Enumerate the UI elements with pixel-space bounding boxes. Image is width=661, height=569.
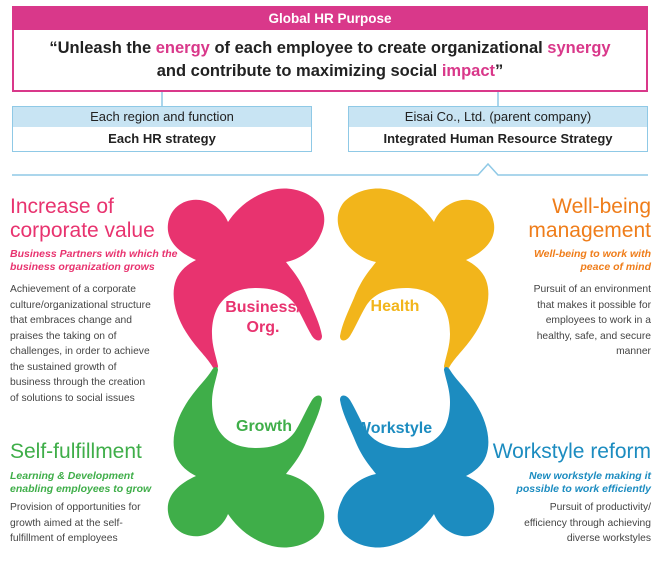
purpose-header: Global HR Purpose	[14, 8, 646, 30]
growth-shape	[167, 367, 325, 548]
tl-description: Achievement of a corporate culture/organ…	[10, 282, 190, 406]
purpose-text-2b: ”	[495, 62, 504, 80]
tr-desc-line: manner	[616, 346, 651, 357]
global-hr-purpose-box: Global HR Purpose “Unleash the energy of…	[12, 6, 648, 92]
tl-subtitle: Business Partners with which the busines…	[10, 248, 210, 273]
tr-description: Pursuit of an environment that makes it …	[471, 282, 651, 360]
health-shape	[337, 188, 495, 369]
bl-sub-line2: enabling employees to grow	[10, 482, 152, 495]
tr-desc-line: that makes it possible for	[537, 299, 651, 311]
tl-desc-line: praises the taking on of	[10, 330, 117, 342]
tr-desc-line: Pursuit of an environment	[533, 284, 651, 295]
purpose-highlight-impact: impact	[441, 62, 496, 80]
tr-title-line2: management	[528, 219, 651, 242]
tr-sub-line2: peace of mind	[580, 260, 651, 273]
tl-desc-line: that embraces change and	[10, 315, 132, 326]
br-desc-line: efficiency through achieving	[524, 517, 651, 529]
workstyle-shape	[337, 367, 495, 548]
tl-title-line2: corporate value	[10, 219, 155, 242]
tl-desc-line: challenges, in order to achieve	[10, 346, 150, 357]
pointer-line	[12, 162, 648, 176]
br-sub-line1: New workstyle making it	[529, 470, 651, 482]
workstyle-label: Workstyle	[355, 420, 433, 437]
bl-sub-line1: Learning & Development	[10, 470, 134, 482]
purpose-line-2: and contribute to maximizing social impa…	[14, 60, 646, 83]
strategy-region-name: Each HR strategy	[108, 131, 216, 146]
br-subtitle: New workstyle making it possible to work…	[451, 470, 651, 495]
tl-desc-line: culture/organizational structure	[10, 299, 151, 311]
business-shape	[167, 188, 325, 369]
tl-desc-line: business through the creation	[10, 377, 146, 388]
health-label: Health	[370, 298, 420, 315]
tl-sub-line2: business organization grows	[10, 260, 155, 273]
bl-desc-line: fulfillment of employees	[10, 533, 118, 544]
purpose-highlight-energy: energy	[155, 39, 210, 57]
strategy-parent-header: Eisai Co., Ltd. (parent company)	[349, 107, 647, 127]
tl-desc-line: of solutions to social issues	[10, 392, 135, 404]
tr-desc-line: healthy, safe, and secure	[536, 330, 651, 342]
tl-title-line1: Increase of	[10, 195, 114, 218]
strategy-region-header: Each region and function	[13, 107, 311, 127]
bl-desc-line: growth aimed at the self-	[10, 517, 123, 529]
br-sub-line2: possible to work efficiently	[516, 482, 651, 495]
purpose-text-2a: and contribute to maximizing social	[156, 62, 442, 80]
bl-title: Self-fulfillment	[10, 440, 142, 463]
strategy-parent-name: Integrated Human Resource Strategy	[383, 131, 613, 146]
br-desc-line: Pursuit of productivity/	[549, 502, 651, 513]
purpose-highlight-synergy: synergy	[547, 39, 611, 57]
bl-desc-line: Provision of opportunities for	[10, 502, 141, 513]
strategy-box-region: Each region and function Each HR strateg…	[12, 106, 312, 152]
bl-subtitle: Learning & Development enabling employee…	[10, 470, 210, 495]
business-label-line2: Org.	[246, 319, 280, 336]
business-label-line1: Business/	[225, 299, 301, 316]
tl-sub-line1: Business Partners with which the	[10, 248, 178, 260]
bl-description: Provision of opportunities for growth ai…	[10, 500, 190, 547]
tl-title: Increase of corporate value	[10, 195, 210, 243]
tr-subtitle: Well-being to work with peace of mind	[451, 248, 651, 273]
tr-sub-line1: Well-being to work with	[533, 248, 651, 260]
br-description: Pursuit of productivity/ efficiency thro…	[471, 500, 651, 547]
purpose-text-1b: of each employee to create organizationa…	[209, 39, 548, 57]
tr-desc-line: employees to work in a	[545, 315, 651, 326]
growth-label: Growth	[236, 418, 292, 435]
purpose-line-1: “Unleash the energy of each employee to …	[14, 37, 646, 60]
br-desc-line: diverse workstyles	[566, 533, 651, 544]
connector-lines	[12, 92, 648, 176]
business-label: Business/ Org.	[208, 298, 318, 338]
tl-desc-line: the sustained growth of	[10, 361, 117, 373]
purpose-statement: “Unleash the energy of each employee to …	[14, 30, 646, 83]
tr-title: Well-being management	[451, 195, 651, 243]
br-title: Workstyle reform	[492, 440, 651, 463]
purpose-text-1a: “Unleash the	[49, 39, 156, 57]
tl-desc-line: Achievement of a corporate	[10, 284, 136, 295]
tr-title-line1: Well-being	[552, 195, 651, 218]
strategy-box-parent: Eisai Co., Ltd. (parent company) Integra…	[348, 106, 648, 152]
